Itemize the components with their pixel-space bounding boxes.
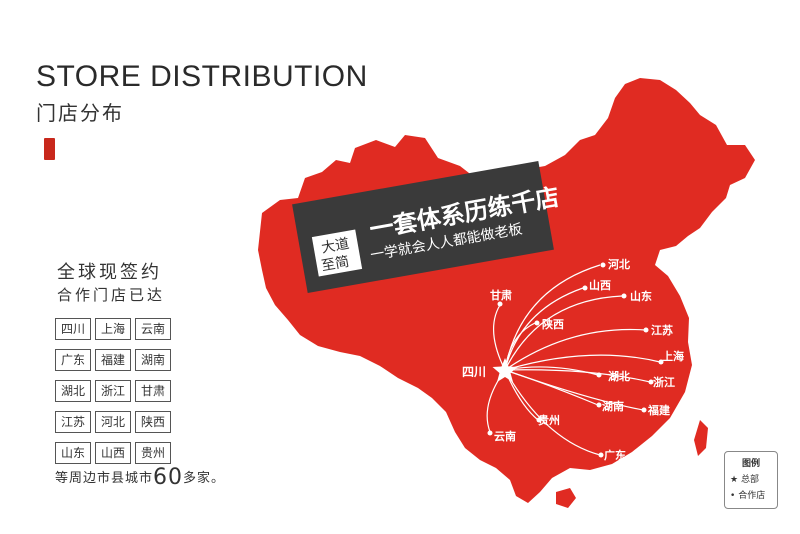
city-dot — [621, 293, 627, 299]
city-dot — [596, 402, 602, 408]
map-legend: 图例 ★ 总部 • 合作店 — [724, 451, 778, 509]
city-label-hunan: 湖南 — [602, 399, 624, 413]
taiwan-island — [694, 420, 708, 456]
route-arcs — [486, 264, 661, 456]
province-cell: 甘肃 — [135, 380, 171, 402]
city-dot — [582, 285, 588, 291]
legend-partner-label: 合作店 — [738, 491, 766, 501]
city-label-shandong: 山东 — [630, 289, 652, 303]
promo-subline: 合作门店已达 — [57, 286, 166, 304]
slogan-banner: 大道 至简 一套体系历练千店 一学就会人人都能做老板 — [292, 160, 561, 294]
route-arc-guangdong — [504, 369, 601, 456]
province-cell: 浙江 — [95, 380, 131, 402]
city-dot — [641, 407, 647, 413]
route-arc-shanxi — [504, 287, 584, 371]
province-cell: 四川 — [55, 318, 91, 340]
page-title: STORE DISTRIBUTION — [36, 60, 368, 93]
city-label-hubei: 湖北 — [608, 369, 630, 383]
province-cell: 陕西 — [135, 411, 171, 433]
banner-left-line2: 至简 — [320, 253, 351, 275]
seal-stamp — [44, 138, 55, 160]
city-dot — [497, 301, 503, 307]
city-label-shanxi: 山西 — [589, 278, 611, 292]
province-cell: 福建 — [95, 349, 131, 371]
route-arc-shandong — [504, 295, 623, 371]
banner-left-line1: 大道 — [320, 236, 350, 257]
store-count-text: 等周边市县城市60多家。 — [55, 465, 225, 490]
province-cell: 山东 — [55, 442, 91, 464]
city-dot — [658, 359, 664, 365]
province-cell: 河北 — [95, 411, 131, 433]
city-dot — [534, 320, 540, 326]
china-silhouette — [258, 78, 755, 503]
route-arc-shanghai — [504, 354, 661, 371]
hq-star-icon — [492, 358, 518, 382]
city-dot — [598, 452, 604, 458]
store-count-suffix: 多家。 — [183, 471, 226, 486]
city-label-yunnan: 云南 — [494, 429, 516, 443]
province-cell: 山西 — [95, 442, 131, 464]
legend-row-hq: ★ 总部 — [730, 472, 777, 485]
route-arc-gansu — [492, 304, 506, 371]
city-dot — [643, 327, 649, 333]
province-cell: 江苏 — [55, 411, 91, 433]
province-cell: 贵州 — [135, 442, 171, 464]
city-dot — [600, 262, 606, 268]
province-cell: 湖南 — [135, 349, 171, 371]
province-cell: 云南 — [135, 318, 171, 340]
province-cell: 广东 — [55, 349, 91, 371]
store-count-prefix: 等周边市县城市 — [55, 471, 154, 486]
hq-label: 四川 — [462, 365, 486, 379]
city-label-zhejiang: 浙江 — [653, 375, 675, 389]
store-count-number: 60 — [153, 465, 184, 490]
route-arc-zhejiang — [504, 369, 651, 383]
page-subtitle: 门店分布 — [36, 101, 124, 125]
legend-row-partner: • 合作店 — [730, 488, 777, 501]
city-label-hebei: 河北 — [608, 257, 630, 271]
province-grid: 四川 上海 云南 广东 福建 湖南 湖北 浙江 甘肃 江苏 河北 陕西 山东 山… — [55, 318, 171, 464]
city-label-guangdong: 广东 — [604, 448, 626, 462]
legend-hq-label: 总部 — [740, 475, 759, 485]
city-dot — [536, 417, 542, 423]
province-cell: 上海 — [95, 318, 131, 340]
city-label-guizhou: 贵州 — [538, 413, 560, 427]
promo-headline: 全球现签约 — [57, 262, 162, 283]
city-dot — [648, 379, 654, 385]
city-label-shaanxi: 陕西 — [542, 317, 564, 331]
legend-title: 图例 — [741, 459, 760, 469]
city-label-gansu: 甘肃 — [490, 288, 512, 302]
city-dot — [487, 430, 493, 436]
route-arc-fujian — [504, 369, 644, 411]
province-cell: 湖北 — [55, 380, 91, 402]
star-icon: ★ — [730, 475, 739, 485]
city-label-jiangsu: 江苏 — [651, 323, 673, 337]
city-label-fujian: 福建 — [647, 403, 671, 417]
hainan-island — [556, 488, 576, 508]
dot-icon: • — [730, 491, 736, 501]
city-label-shanghai: 上海 — [662, 349, 684, 363]
city-dot — [596, 372, 602, 378]
route-arc-jiangsu — [504, 328, 646, 371]
